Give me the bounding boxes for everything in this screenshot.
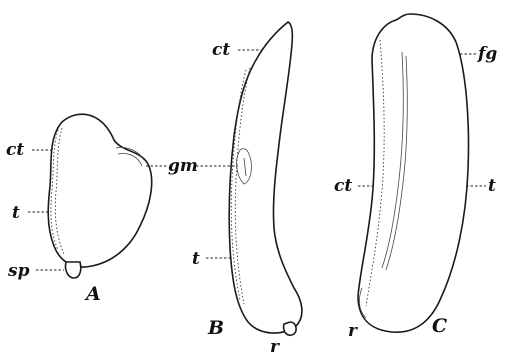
label-c-ct: ct	[334, 176, 352, 196]
specimen-c-outline	[358, 14, 469, 332]
label-b-ct: ct	[212, 40, 230, 60]
label-a-sp: sp	[7, 261, 30, 281]
specimen-b-radicle	[284, 322, 296, 335]
specimen-a	[48, 114, 151, 278]
label-b-t: t	[192, 249, 200, 269]
specimen-b	[229, 22, 302, 335]
label-c-t: t	[488, 176, 496, 196]
label-a-t: t	[12, 203, 20, 223]
specimen-b-outline	[229, 22, 302, 333]
caption-a: A	[84, 283, 101, 305]
caption-b: B	[207, 317, 224, 339]
specimen-a-outline	[48, 114, 151, 267]
label-c-fg: fg	[477, 44, 497, 64]
caption-c: C	[432, 315, 447, 337]
label-gm: gm	[168, 156, 198, 176]
specimen-c	[358, 14, 469, 332]
label-a-ct: ct	[6, 140, 24, 160]
label-b-r: r	[270, 337, 280, 354]
label-c-r: r	[348, 321, 358, 341]
specimen-a-radicle	[65, 262, 80, 278]
